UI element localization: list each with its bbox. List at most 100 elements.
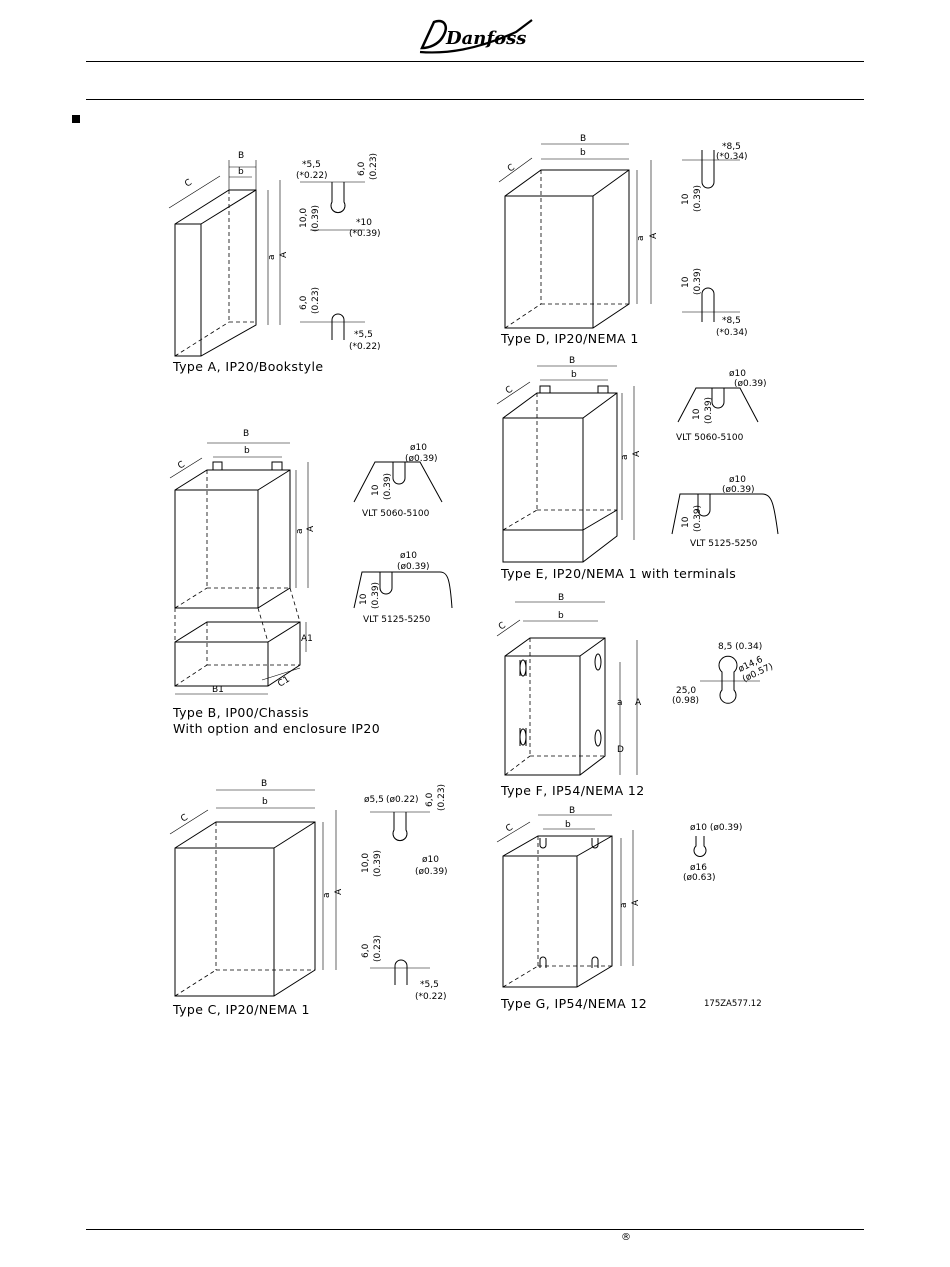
section-bullet — [72, 115, 80, 123]
label-b: b — [565, 820, 571, 830]
label-b: b — [238, 167, 244, 177]
dim-a9: 6,0 — [299, 295, 309, 310]
label-b: b — [580, 148, 586, 158]
figure-type-b: B b C a A A1 B1 C1 ø10 (ø0.39) 10 (0.39)… — [169, 429, 453, 736]
dim-c8: (ø0.39) — [415, 867, 448, 877]
dim-a2: (*0.22) — [296, 171, 328, 181]
label-B: B — [558, 593, 564, 603]
dim-c6: (0.39) — [373, 850, 383, 877]
label-A1: A1 — [301, 634, 313, 644]
dim-e3: 10 — [692, 408, 702, 420]
dim-d3: 10 — [681, 193, 691, 205]
dim-b2: (ø0.39) — [405, 454, 438, 464]
label-B1: B1 — [212, 685, 224, 695]
label-A: A — [334, 888, 344, 895]
dim-c11: *5,5 — [420, 980, 439, 990]
label-A: A — [279, 251, 289, 258]
caption-type-g: Type G, IP54/NEMA 12 — [500, 996, 647, 1011]
dim-b5: VLT 5060-5100 — [362, 509, 430, 519]
label-b: b — [244, 446, 250, 456]
dim-e4: (0.39) — [704, 397, 714, 424]
dim-a6: (0.39) — [311, 205, 321, 232]
dim-d2: (*0.34) — [716, 152, 748, 162]
label-C: C — [183, 178, 194, 190]
label-b: b — [558, 611, 564, 621]
dim-c10: (0.23) — [373, 935, 383, 962]
dim-e9: (0.39) — [693, 505, 703, 532]
label-D: D — [617, 745, 624, 755]
label-B: B — [261, 779, 267, 789]
label-B: B — [580, 134, 586, 144]
dim-b9: (0.39) — [371, 582, 381, 609]
caption-type-b-sub: With option and enclosure IP20 — [173, 721, 380, 736]
dim-e8: 10 — [681, 516, 691, 528]
header-rule-bottom — [86, 99, 864, 100]
dim-e7: (ø0.39) — [722, 485, 755, 495]
dim-e10: VLT 5125-5250 — [690, 539, 758, 549]
figure-type-a: B b C a A *5,5 (*0.22) 6,0 (0.23) 10,0 (… — [168, 151, 381, 374]
label-B: B — [569, 806, 575, 816]
dim-a1: *5,5 — [302, 160, 321, 170]
registered-mark: ® — [621, 1232, 631, 1243]
caption-type-c: Type C, IP20/NEMA 1 — [172, 1002, 310, 1017]
dim-d6: (0.39) — [693, 268, 703, 295]
label-A: A — [649, 232, 659, 239]
dim-c3: 6,0 — [425, 792, 435, 807]
dim-f1: 8,5 (0.34) — [718, 642, 762, 652]
dim-g3: (ø0.63) — [683, 873, 716, 883]
label-C: C — [176, 460, 187, 472]
label-C: C — [497, 621, 508, 633]
dim-d4: (0.39) — [693, 185, 703, 212]
dim-c9: 6,0 — [361, 943, 371, 958]
dim-d8: (*0.34) — [716, 328, 748, 338]
label-a: a — [267, 254, 277, 260]
label-A: A — [306, 525, 316, 532]
dim-c2: (ø0.22) — [386, 795, 419, 805]
dim-a10: (0.23) — [311, 287, 321, 314]
dim-b7: (ø0.39) — [397, 562, 430, 572]
dim-a12: (*0.22) — [349, 342, 381, 352]
label-B: B — [243, 429, 249, 439]
label-A: A — [632, 450, 642, 457]
footer-rule — [86, 1229, 864, 1230]
dim-g2: ø16 — [690, 863, 707, 873]
figure-type-c: B b C a A ø5,5 (ø0.22) 6,0 (0.23) 10,0 (… — [169, 779, 448, 1017]
dim-a5: 10,0 — [299, 208, 309, 228]
label-a: a — [619, 902, 629, 908]
dim-b4: (0.39) — [383, 473, 393, 500]
dim-b6: ø10 — [400, 551, 417, 561]
dim-d1: *8,5 — [722, 142, 741, 152]
label-B: B — [569, 356, 575, 366]
caption-type-f: Type F, IP54/NEMA 12 — [500, 783, 645, 798]
dim-e5: VLT 5060-5100 — [676, 433, 744, 443]
caption-type-e: Type E, IP20/NEMA 1 with terminals — [500, 566, 736, 581]
label-a: a — [620, 454, 630, 460]
label-B: B — [238, 151, 244, 161]
dim-c12: (*0.22) — [415, 992, 447, 1002]
figure-type-g: B b C a A ø10 (ø0.39) ø16 (ø0.63) Type G… — [496, 806, 742, 1011]
dim-f5: (0.98) — [672, 696, 699, 706]
logo-wordmark: Danfoss — [445, 28, 526, 49]
label-a: a — [322, 892, 332, 898]
dim-f4: 25,0 — [676, 686, 696, 696]
dim-b1: ø10 — [410, 443, 427, 453]
label-C: C — [506, 163, 517, 175]
header-rule-top — [86, 61, 864, 62]
label-b: b — [571, 370, 577, 380]
dim-e1: ø10 — [729, 369, 746, 379]
label-C: C — [179, 813, 190, 825]
dim-c7: ø10 — [422, 855, 439, 865]
label-a: a — [617, 698, 623, 708]
caption-type-d: Type D, IP20/NEMA 1 — [500, 331, 639, 346]
dim-c1: ø5,5 — [364, 795, 384, 805]
dim-b3: 10 — [371, 484, 381, 496]
figure-type-f: B b C a A D 8,5 (0.34) ø14,6 (ø0.57) 25,… — [496, 593, 775, 798]
label-C: C — [504, 385, 515, 397]
figure-type-e: B b C a A ø10 (ø0.39) 10 (0.39) VLT 5060… — [496, 356, 779, 581]
dim-c5: 10,0 — [361, 853, 371, 873]
label-a: a — [295, 528, 305, 534]
dim-b8: 10 — [359, 593, 369, 605]
dim-c4: (0.23) — [437, 784, 447, 811]
dim-e2: (ø0.39) — [734, 379, 767, 389]
